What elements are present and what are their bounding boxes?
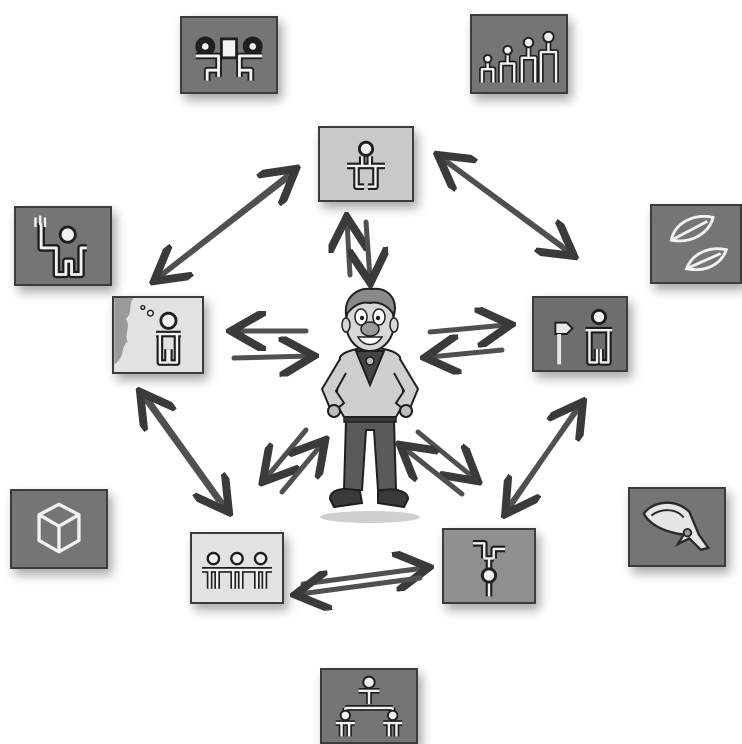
leaves-icon (652, 206, 740, 282)
tree-figure-icon (444, 530, 534, 602)
tile-ascending-figures (470, 14, 568, 94)
tile-signpost-figure (532, 296, 628, 372)
tile-leaves (650, 204, 742, 284)
arrow-bottomright-to-right (512, 406, 580, 502)
tile-cube (10, 489, 108, 569)
ascending-figures-icon (472, 16, 566, 92)
tile-three-figures (190, 532, 284, 604)
neckerchief-icon (630, 489, 724, 565)
figure-arms-out-icon (320, 128, 412, 200)
cube-icon (12, 491, 106, 567)
signpost-figure-icon (534, 298, 626, 370)
two-figures-with-box-icon (182, 18, 276, 92)
three-figures-icon (192, 534, 282, 602)
thinking-figure-icon (114, 298, 202, 372)
scout-character (300, 285, 440, 530)
arrow-left-to-hub (234, 356, 309, 358)
arrow-top-to-left (158, 180, 285, 278)
tile-hierarchy-figures (320, 668, 418, 744)
arrow-right-to-hub (430, 350, 502, 357)
arrow-bottomleft-to-left (143, 396, 218, 500)
hierarchy-figures-icon (322, 670, 416, 742)
tile-tree-figure (442, 528, 536, 604)
arrow-right-to-top (442, 158, 562, 246)
tile-figure-arms-out (318, 126, 414, 202)
arrow-top-to-hub (366, 222, 370, 278)
tile-waving-figure (14, 206, 112, 286)
arrow-hub-to-top (347, 222, 350, 275)
arrow-hub-to-right (430, 325, 506, 332)
tile-thinking-figure (112, 296, 204, 374)
tile-neckerchief (628, 487, 726, 567)
waving-figure-icon (16, 208, 110, 284)
tile-two-figures (180, 16, 278, 94)
